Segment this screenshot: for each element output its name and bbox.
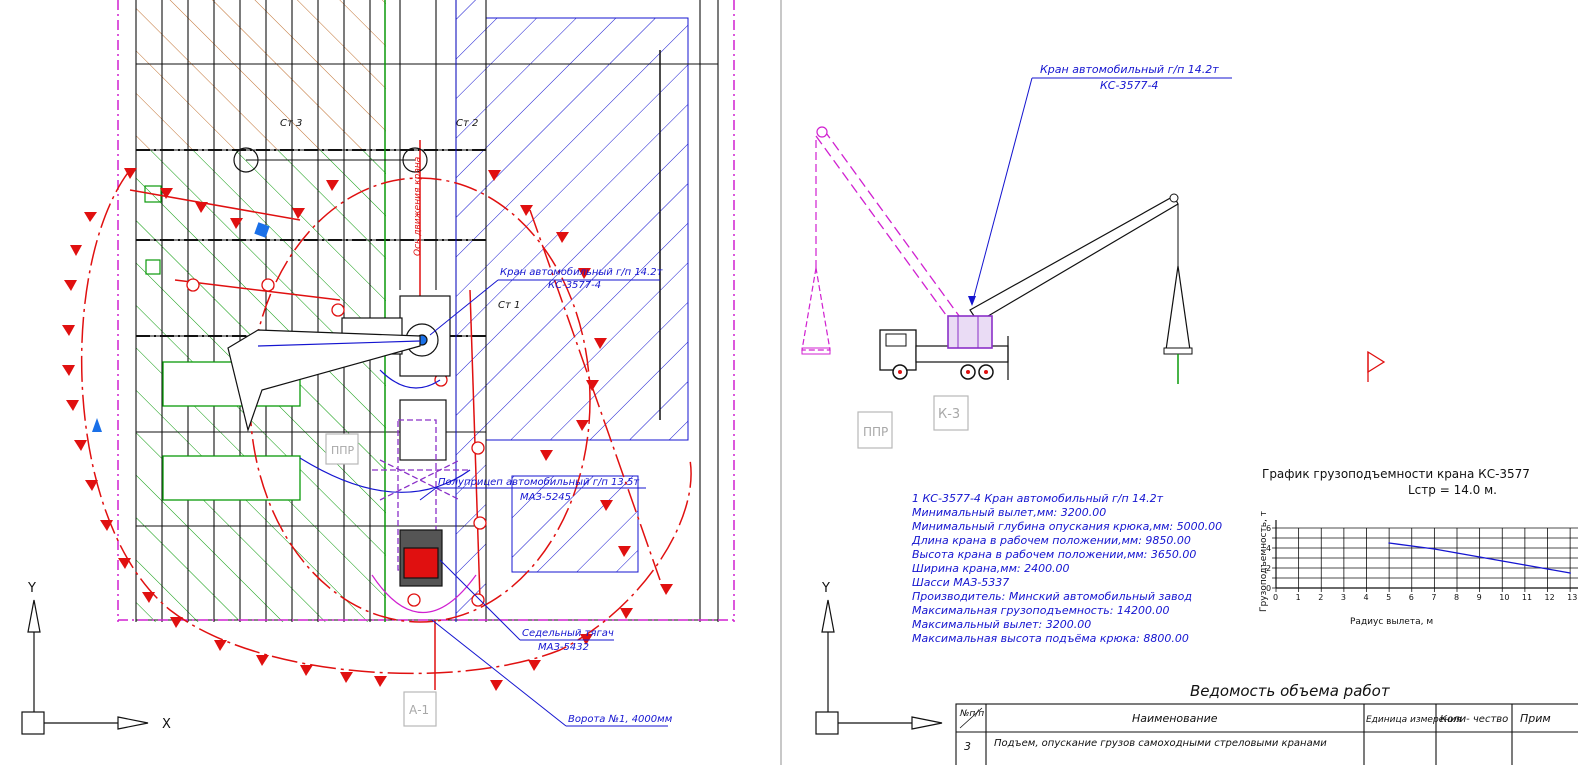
- site-boundary: [117, 0, 735, 622]
- chart-tick-x: 11: [1522, 593, 1532, 602]
- label-trailer-line1: Полуприцеп автомобильный г/п 13.5т: [438, 476, 640, 488]
- chart-tick-y: 4: [1266, 544, 1271, 553]
- label-gate: Ворота №1, 4000мм: [568, 714, 673, 725]
- warning-signs: [186, 278, 487, 607]
- chart-tick-x: 1: [1296, 593, 1301, 602]
- label-crane-line1: Кран автомобильный г/п 14.2т: [500, 266, 664, 278]
- crane-callout-line1: Кран автомобильный г/п 14.2т: [1040, 63, 1219, 76]
- chart-tick-x: 13: [1567, 593, 1577, 602]
- chart-point: [1456, 552, 1458, 554]
- stamp-a1: А-1: [403, 691, 437, 727]
- ucs-label-y-right: Y: [821, 581, 830, 596]
- chart-xlabel: Радиус вылета, м: [1350, 617, 1433, 627]
- label-tractor-line1: Седельный тягач: [522, 628, 614, 639]
- tractor-unit: [371, 529, 477, 613]
- viewport-plan[interactable]: Ст 3 Ст 2 Ст 1 Ось движения крана Кран а…: [0, 0, 780, 765]
- table-title: Ведомость объема работ: [1190, 682, 1391, 700]
- spec-line: Шасси МАЗ-5337: [912, 576, 1009, 589]
- th-num: №п/п: [959, 709, 984, 719]
- svg-text:ППР: ППР: [331, 444, 355, 457]
- table-row-num: 3: [964, 740, 971, 753]
- crane-truck-icon: [227, 295, 451, 461]
- danger-zone-flags: [62, 168, 673, 691]
- spec-line: Максимальная высота подъёма крюка: 8800.…: [912, 632, 1189, 645]
- label-ct3: Ст 3: [280, 118, 302, 129]
- svg-text:К-3: К-3: [938, 407, 960, 422]
- storage-area-2: [162, 455, 301, 501]
- chart-tick-y: 0: [1266, 584, 1271, 593]
- chart-tick-x: 9: [1477, 593, 1482, 602]
- viewport-divider[interactable]: [780, 0, 782, 765]
- chart-title: График грузоподъемности крана КС-3577: [1262, 467, 1530, 481]
- work-table: [955, 703, 1578, 765]
- chart-tick-x: 5: [1386, 593, 1391, 602]
- th-qty: Коли- чество: [1440, 714, 1508, 725]
- chart-ylabel: Грузоподъемность, т: [1259, 511, 1269, 612]
- label-tractor-line2: МАЗ-5432: [538, 642, 589, 653]
- th-note: Прим: [1520, 712, 1551, 725]
- label-trailer-line2: МАЗ-5245: [520, 492, 571, 503]
- spec-line: Минимальный вылет,мм: 3200.00: [912, 506, 1106, 519]
- chart-point: [1478, 556, 1481, 558]
- blue-marker-square: [254, 222, 270, 238]
- stamp-ppr-right: ППР: [857, 411, 893, 449]
- chart-point: [1524, 564, 1526, 566]
- chart-tick-x: 12: [1545, 593, 1555, 602]
- hatch-zone-blue-building: [485, 17, 689, 441]
- spec-line: Ширина крана,мм: 2400.00: [912, 562, 1070, 575]
- triangle-flag-icon: [1367, 350, 1386, 382]
- ucs-axis-icon: [21, 599, 149, 735]
- chart-tick-x: 0: [1273, 593, 1278, 602]
- chart-tick-x: 3: [1341, 593, 1346, 602]
- spec-line: Длина крана в рабочем положении,мм: 9850…: [911, 534, 1191, 547]
- chart-marks: [1388, 542, 1571, 574]
- chart-grid: 01234567891011121314150246: [1266, 520, 1578, 602]
- spec-line: Минимальный глубина опускания крюка,мм: …: [912, 520, 1222, 533]
- svg-text:А-1: А-1: [409, 703, 429, 717]
- load-capacity-chart: График грузоподъемности крана КС-3577 Lс…: [1259, 467, 1578, 627]
- spec-line: 1 КС-3577-4 Кран автомобильный г/п 14.2т: [912, 492, 1164, 505]
- chart-point: [1388, 542, 1390, 544]
- stamp-ppr-left: ППР: [325, 433, 359, 465]
- label-crane-line2: КС-3577-4: [548, 280, 601, 291]
- chart-tick-y: 2: [1266, 564, 1271, 573]
- chart-point: [1410, 545, 1413, 547]
- chart-subtitle: Lстр = 14.0 м.: [1408, 483, 1497, 497]
- chart-point: [1501, 560, 1504, 562]
- spec-line: Высота крана в рабочем положении,мм: 365…: [912, 548, 1196, 561]
- chart-point: [1433, 548, 1436, 550]
- chart-tick-x: 2: [1318, 593, 1323, 602]
- viewport-elevation[interactable]: Кран автомобильный г/п 14.2т КС-3577-4: [782, 0, 1578, 765]
- label-crane-axis: Ось движения крана: [413, 157, 423, 256]
- chart-tick-y: 6: [1266, 524, 1271, 533]
- chart-tick-x: 8: [1454, 593, 1459, 602]
- svg-text:ППР: ППР: [863, 425, 888, 439]
- hatch-zone-orange: [136, 0, 386, 150]
- crane-callout-line2: КС-3577-4: [1100, 79, 1158, 92]
- spec-line: Максимальный вылет: 3200.00: [912, 618, 1091, 631]
- label-ct1: Ст 1: [498, 300, 520, 311]
- chart-point: [1569, 572, 1571, 574]
- chart-point: [1546, 568, 1549, 570]
- elevation-drawing: Кран автомобильный г/п 14.2т КС-3577-4: [801, 63, 1578, 765]
- table-row-name: Подъем, опускание грузов самоходными стр…: [994, 738, 1327, 749]
- crane-specs: 1 КС-3577-4 Кран автомобильный г/п 14.2т…: [911, 492, 1222, 645]
- chart-tick-x: 10: [1499, 593, 1509, 602]
- spec-line: Максимальная грузоподъемность: 14200.00: [912, 604, 1169, 617]
- crane-elevation-icon: [801, 126, 1193, 384]
- label-ct2: Ст 2: [456, 118, 478, 129]
- ucs-axis-icon: [815, 599, 943, 735]
- ucs-label-y: Y: [27, 581, 36, 596]
- th-unit: Единица измерения: [1366, 715, 1462, 725]
- spec-line: Производитель: Минский автомобильный зав…: [912, 590, 1192, 603]
- chart-tick-x: 7: [1431, 593, 1436, 602]
- chart-tick-x: 6: [1409, 593, 1414, 602]
- chart-tick-x: 4: [1364, 593, 1369, 602]
- ucs-label-x: X: [162, 717, 171, 732]
- stamp-k3: К-3: [933, 395, 969, 431]
- th-name: Наименование: [1132, 712, 1218, 725]
- plan-drawing: Ст 3 Ст 2 Ст 1 Ось движения крана Кран а…: [21, 0, 735, 735]
